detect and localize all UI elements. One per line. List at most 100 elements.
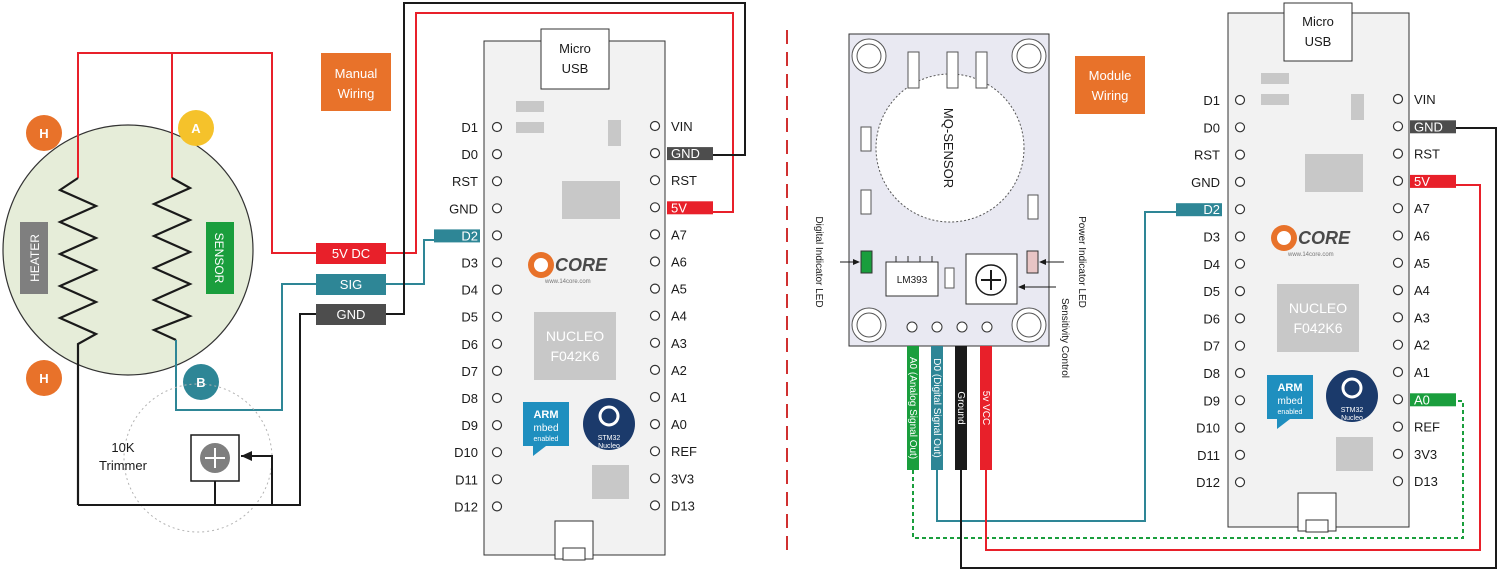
svg-text:A5: A5 [671,282,687,297]
pin-a1: A1 [1392,365,1430,380]
svg-text:Micro: Micro [559,41,591,56]
svg-text:D11: D11 [455,472,478,487]
svg-text:GND: GND [1414,119,1443,134]
badge-h-bottom: H [26,360,62,396]
svg-text:D0: D0 [461,147,478,162]
svg-text:Wiring: Wiring [338,86,375,101]
svg-text:A0: A0 [1414,392,1430,407]
svg-text:D9: D9 [1203,393,1220,408]
svg-text:D0: D0 [1203,120,1220,135]
svg-text:Module: Module [1089,68,1132,83]
svg-text:3V3: 3V3 [1414,447,1437,462]
pin-d10: D10 [1196,421,1246,436]
pin-a5: A5 [649,282,687,297]
pin-d11: D11 [1197,448,1246,463]
pin-gnd: GND [449,201,503,216]
mcu-chip [1305,154,1363,192]
manual-wiring-callout [321,53,391,111]
pin-a2: A2 [1392,338,1430,353]
svg-text:5v VCC: 5v VCC [980,391,991,425]
svg-text:mbed: mbed [533,423,558,434]
svg-text:GND: GND [1191,175,1220,190]
micro-usb-box [1283,2,1353,62]
module-title: MQ-SENSOR [941,108,956,188]
svg-text:A4: A4 [671,309,687,324]
svg-text:RST: RST [452,174,478,189]
sensor-label: SENSOR [212,233,226,284]
5v-wire-red-right [985,184,1481,551]
tag-5v-dc: 5V DC [316,243,386,264]
svg-text:D1: D1 [1203,93,1220,108]
svg-text:REF: REF [1414,420,1440,435]
svg-text:ARM: ARM [1277,382,1302,394]
ground-wire-black-right [960,127,1497,569]
pin-d1: D1 [1203,93,1246,108]
svg-text:D11: D11 [1197,448,1220,463]
digital-indicator-led [860,250,873,274]
pin-d0: D0 [461,147,503,162]
svg-text:D8: D8 [461,391,478,406]
badge-a: A [178,110,214,146]
5v-wire-red [386,12,734,254]
pin-a3: A3 [1392,310,1430,325]
d0-wire-teal [936,211,1182,522]
manual-wiring-section: H A H B HEATER SENSOR 10K Trimmer [2,2,746,533]
tag-sig: SIG [316,274,386,295]
pin-d4: D4 [1203,257,1246,272]
pin-a6: A6 [1392,229,1430,244]
svg-text:NUCLEO: NUCLEO [546,328,604,344]
pin-a4: A4 [649,309,687,324]
board-outline [1227,12,1410,528]
nucleo-chip-label-box [534,312,616,380]
pin-a0: A0 [1392,392,1456,407]
wire-ground [955,346,967,470]
svg-text:D12: D12 [1196,475,1220,490]
pin-d9: D9 [461,418,503,433]
svg-text:H: H [39,371,48,386]
pin-d3: D3 [1203,230,1246,245]
pin-a4: A4 [1392,283,1430,298]
arm-mbed-logo: ARM mbed enabled [523,402,569,456]
nucleo-board-right: Micro USB CORE www.14core.com NUCLEO F04… [1176,2,1456,533]
svg-text:A2: A2 [1414,338,1430,353]
svg-text:ARM: ARM [533,409,558,421]
pin-d10: D10 [454,445,503,460]
svg-text:D9: D9 [461,418,478,433]
svg-text:5V: 5V [1414,174,1430,189]
svg-text:LM393: LM393 [897,275,928,286]
svg-text:Manual: Manual [335,66,378,81]
pin-5v: 5V [1392,174,1456,189]
svg-text:GND: GND [449,201,478,216]
svg-text:D4: D4 [1203,257,1220,272]
svg-text:D4: D4 [461,283,478,298]
svg-text:D3: D3 [1203,230,1220,245]
stm32-nucleo-logo: STM32 Nucleo [1326,370,1378,422]
arm-mbed-logo: ARM mbed enabled [1267,375,1313,429]
pin-rst: RST [649,173,697,188]
pin-d3: D3 [461,256,503,271]
svg-text:A0 (Analog Signal Out): A0 (Analog Signal Out) [907,357,918,459]
svg-text:REF: REF [671,444,697,459]
pin-d2: D2 [434,228,503,243]
svg-text:CORE: CORE [1298,228,1351,248]
pin-d8: D8 [1203,366,1246,381]
pin-rst: RST [1392,147,1440,162]
svg-text:A4: A4 [1414,283,1430,298]
svg-text:D8: D8 [1203,366,1220,381]
heater-label-box [20,222,48,294]
pin-a1: A1 [649,390,687,405]
svg-text:D10: D10 [1196,421,1220,436]
pin-ref: REF [649,444,697,459]
svg-text:A7: A7 [1414,201,1430,216]
svg-text:SIG: SIG [340,277,362,292]
board-outline [483,40,666,556]
svg-text:D13: D13 [1414,474,1438,489]
svg-text:Nucleo: Nucleo [598,443,620,450]
svg-text:D3: D3 [461,256,478,271]
module-wiring-section: MQ-SENSOR LM393 Digital Indicator LED Po… [813,33,1497,569]
pin-d2: D2 [1176,202,1246,217]
svg-text:mbed: mbed [1277,396,1302,407]
svg-text:D13: D13 [671,498,695,513]
pin-d12: D12 [1196,475,1246,490]
